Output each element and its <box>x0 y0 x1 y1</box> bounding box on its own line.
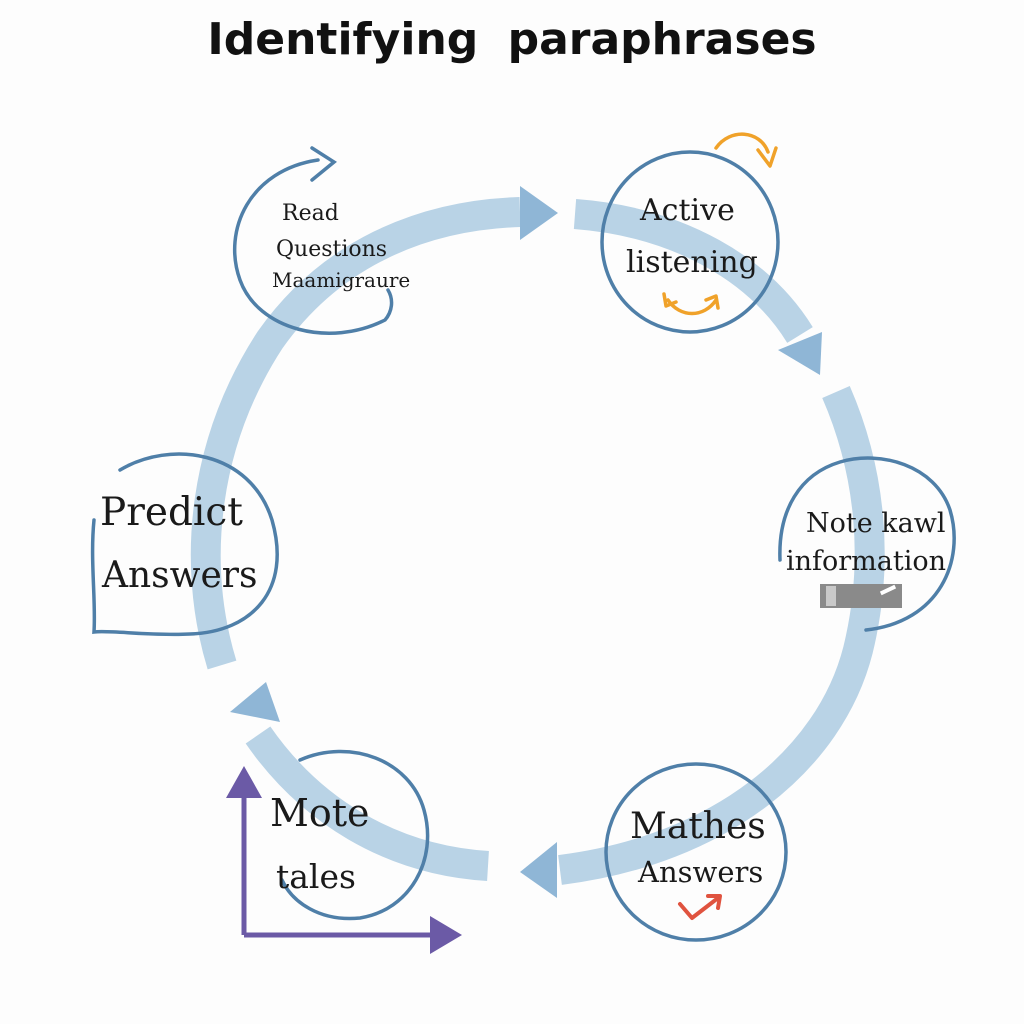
cycle-arrows-icon <box>662 132 778 316</box>
active-listening-bubble <box>600 150 780 334</box>
mote-tales-line-2: tales <box>276 857 356 896</box>
read-questions-line-3: Maamigraure <box>272 268 410 292</box>
cycle-arrowhead-top <box>520 186 558 240</box>
predict-answers-line-1: Predict <box>100 490 243 535</box>
cycle-arrowhead-left <box>230 682 280 722</box>
cycle-loop <box>190 186 885 898</box>
active-listening-line-1: Active <box>639 193 735 228</box>
cycle-arrowhead-bottom <box>520 842 557 898</box>
note-information-line-1: Note kawl <box>806 508 946 539</box>
node-mathes-answers: Mathes Answers <box>604 762 788 942</box>
node-read-questions: Read Questions Maamigraure <box>232 146 410 335</box>
curved-arrow-icon <box>310 146 337 182</box>
axes-icon <box>226 766 462 954</box>
cycle-arc-top-left <box>190 197 521 670</box>
read-questions-line-2: Questions <box>276 237 387 262</box>
mote-tales-line-1: Mote <box>270 791 370 835</box>
mathes-answers-line-2: Answers <box>637 855 763 889</box>
mathes-answers-bubble <box>604 762 788 942</box>
predict-answers-line-2: Answers <box>101 555 257 596</box>
predict-answers-bubble <box>90 452 279 637</box>
mathes-answers-line-1: Mathes <box>630 806 766 847</box>
node-note-information: Note kawl information <box>778 456 956 632</box>
node-active-listening: Active listening <box>600 132 780 334</box>
read-questions-bubble <box>232 158 394 335</box>
node-mote-tales: Mote tales <box>226 749 462 954</box>
note-information-bubble <box>778 456 956 632</box>
active-listening-line-2: listening <box>626 245 758 280</box>
cycle-arrowhead-right <box>778 332 822 375</box>
highlighter-icon <box>820 584 902 608</box>
cycle-arc-right <box>558 386 885 885</box>
node-predict-answers: Predict Answers <box>90 452 279 637</box>
note-information-line-2: information <box>786 546 946 577</box>
read-questions-line-1: Read <box>282 201 339 226</box>
page-title: Identifying paraphrases <box>207 14 817 65</box>
mote-tales-bubble <box>280 749 430 921</box>
check-arrow-icon <box>678 894 722 920</box>
cycle-arc-top-right <box>573 199 813 344</box>
cycle-arc-bottom-left <box>245 726 490 881</box>
